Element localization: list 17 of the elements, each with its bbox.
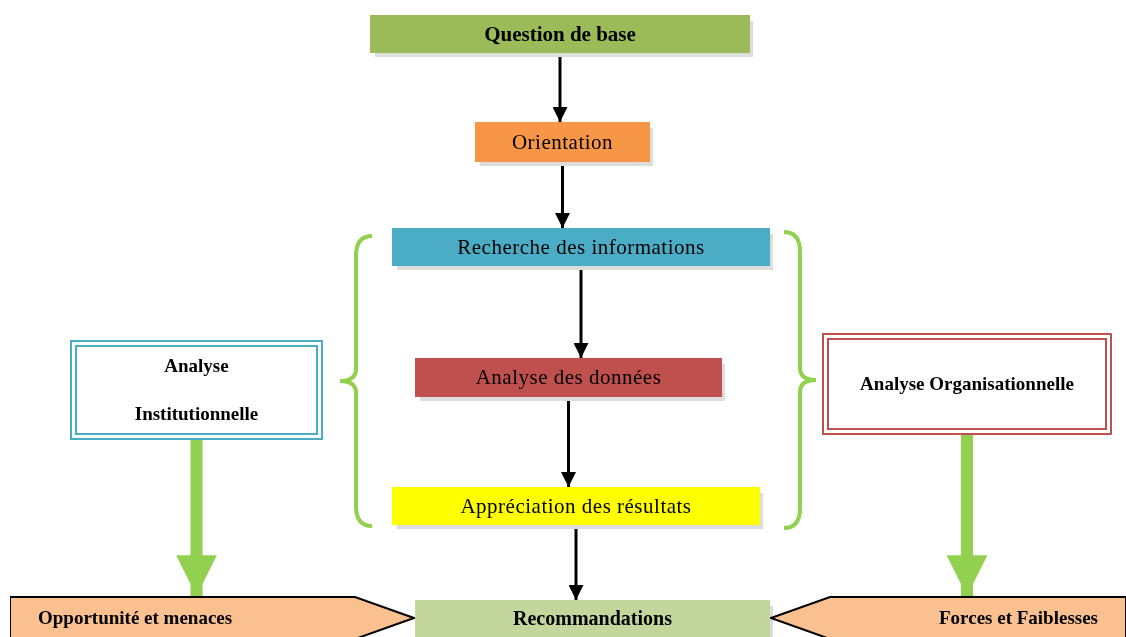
- box-label: Question de base: [484, 21, 636, 47]
- analysis-box: [70, 340, 323, 440]
- chevron-shape: [770, 596, 1126, 637]
- box-label: Analyse des données: [475, 365, 662, 390]
- chevron-shape: [10, 596, 415, 637]
- arrow: [946, 435, 988, 596]
- box-label: Recherche des informations: [457, 234, 705, 260]
- box-label: Recommandations: [513, 607, 672, 630]
- box-label: Opportunité et menaces: [38, 607, 233, 629]
- box-label: Analyse Institutionnelle: [133, 354, 260, 426]
- box-label: Orientation: [511, 129, 614, 155]
- box-label: Analyse Organisationnelle: [859, 372, 1075, 396]
- arrow: [176, 440, 217, 596]
- analysis-box: [822, 333, 1112, 435]
- process-box: [415, 600, 770, 637]
- box-label: Appréciation des résultats: [460, 493, 692, 519]
- box-label: Forces et Faiblesses: [939, 607, 1098, 629]
